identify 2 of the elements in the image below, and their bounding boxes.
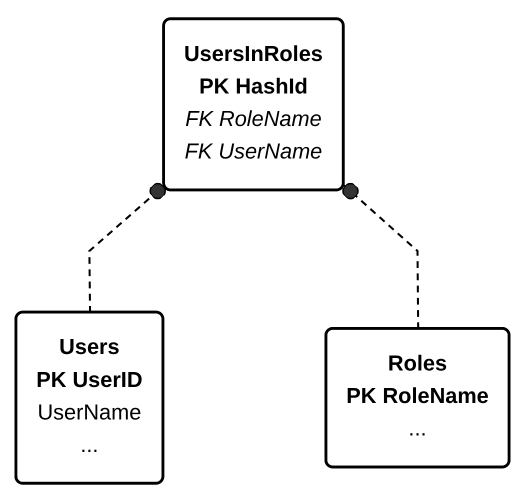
connector <box>88 182 166 313</box>
connector <box>342 182 420 330</box>
